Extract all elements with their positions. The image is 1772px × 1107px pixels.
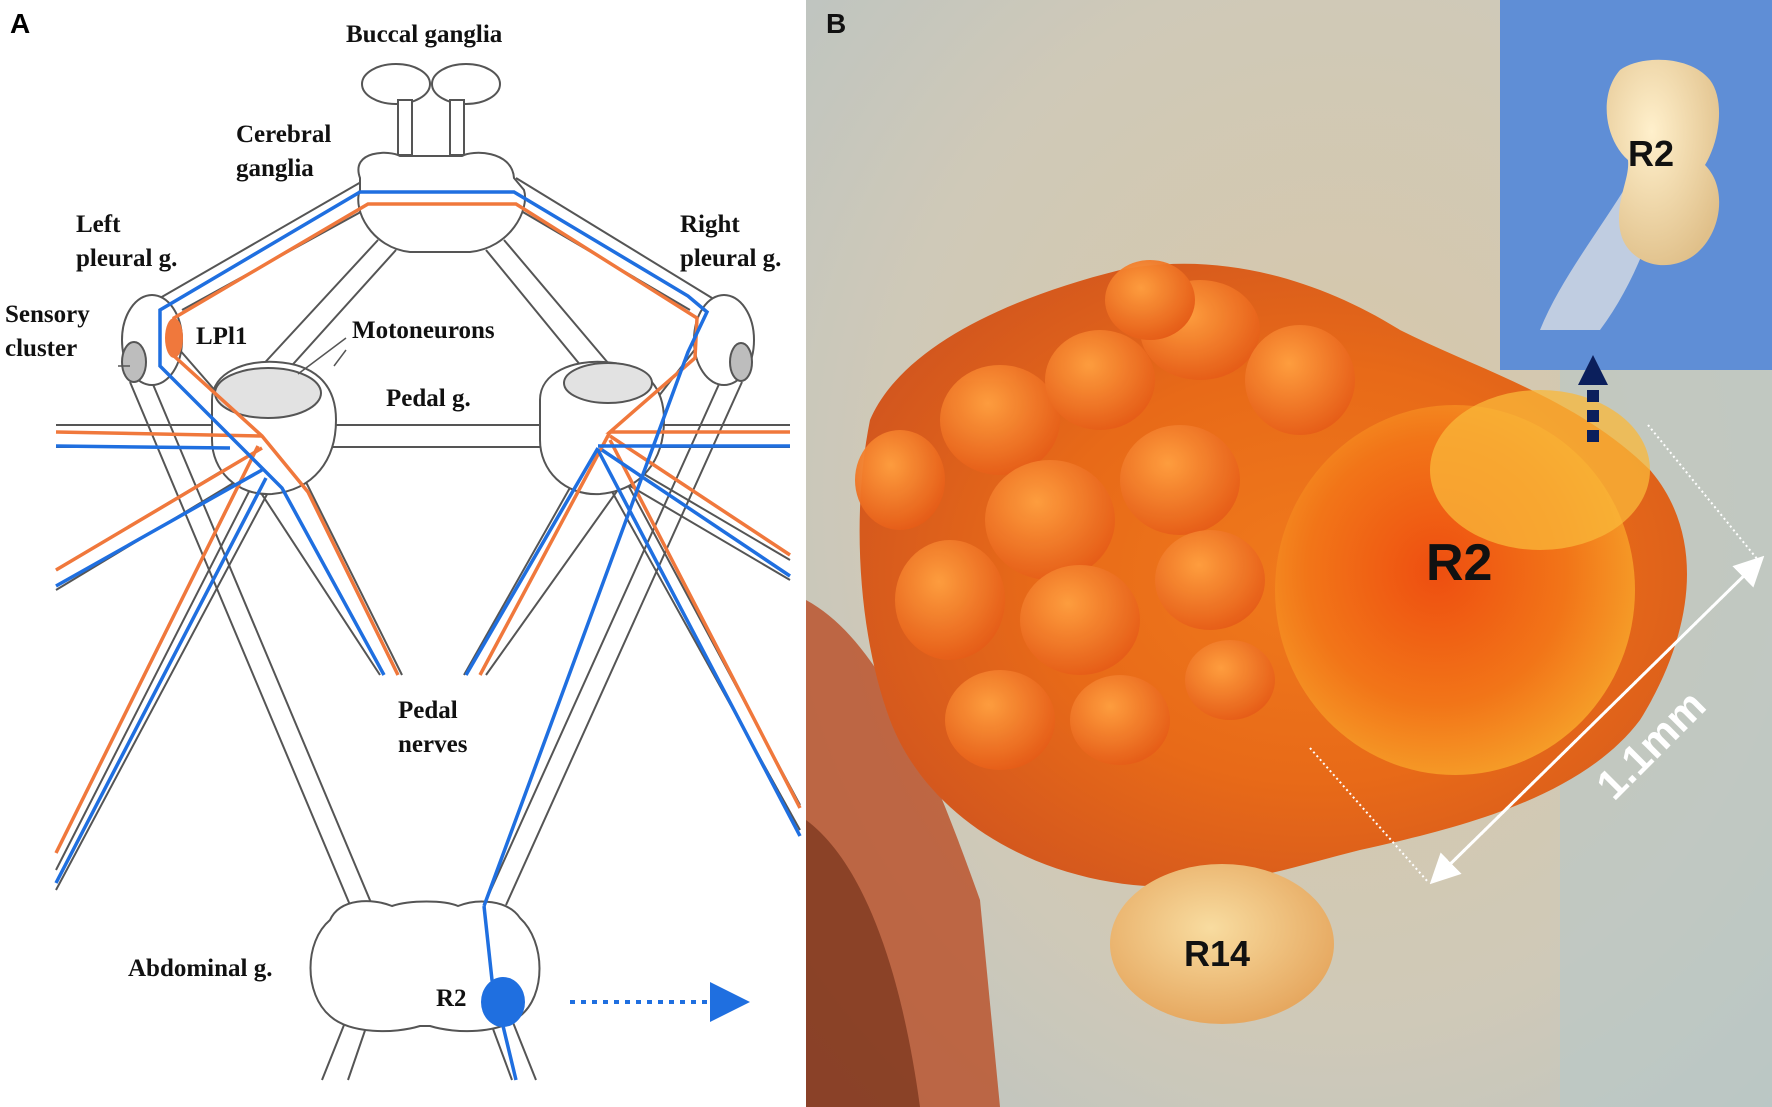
scale-bar xyxy=(1309,424,1765,885)
motoneurons-right xyxy=(563,362,653,404)
pedal-nerves-label-line2: nerves xyxy=(398,731,468,758)
r14-neuron xyxy=(1110,864,1334,1024)
cerebral-label-line1: Cerebral xyxy=(236,121,331,148)
panel-b: B R2 R14 R2 1.1mm xyxy=(806,0,1772,1107)
pointer-lines xyxy=(118,337,347,375)
lpl1-label: LPl1 xyxy=(196,323,247,350)
motoneurons-label: Motoneurons xyxy=(352,317,495,344)
inset-r2-neuron xyxy=(1606,59,1720,266)
right-pleural-label-line2: pleural g. xyxy=(680,245,781,272)
r2-photo-label: R2 xyxy=(1426,534,1492,592)
inset-r2-label: R2 xyxy=(1628,133,1674,174)
abdominal-ganglion-label: Abdominal g. xyxy=(128,955,272,982)
left-pleural-label-line1: Left xyxy=(76,211,121,238)
pedal-ganglion-label: Pedal g. xyxy=(386,385,471,412)
panel-a: A xyxy=(5,8,802,1081)
small-cells xyxy=(855,260,1355,770)
cerebral-label-line2: ganglia xyxy=(236,155,314,182)
panel-b-label: B xyxy=(826,8,846,39)
buccal-ganglia xyxy=(361,63,501,156)
panel-a-labels: Buccal ganglia Cerebral ganglia Left ple… xyxy=(5,21,781,1012)
r2-axons xyxy=(54,190,802,1081)
lpl1-axons xyxy=(54,202,802,854)
motoneurons-left xyxy=(214,367,322,419)
sensory-cluster-left xyxy=(121,341,147,383)
sensory-cluster-label-line1: Sensory xyxy=(5,301,90,328)
buccal-ganglia-label: Buccal ganglia xyxy=(346,21,503,48)
lpl1-neuron xyxy=(165,318,183,358)
r2-label: R2 xyxy=(436,985,467,1012)
sensory-cluster-label-line2: cluster xyxy=(5,335,77,362)
inset xyxy=(1500,0,1772,442)
right-pleural-label-line1: Right xyxy=(680,211,740,238)
sensory-cluster-right xyxy=(729,342,753,382)
pedal-nerves-label-line1: Pedal xyxy=(398,697,458,724)
panel-a-label: A xyxy=(10,8,30,39)
left-pleural-label-line2: pleural g. xyxy=(76,245,177,272)
r14-photo-label: R14 xyxy=(1184,933,1250,974)
r2-neuron xyxy=(481,977,525,1027)
